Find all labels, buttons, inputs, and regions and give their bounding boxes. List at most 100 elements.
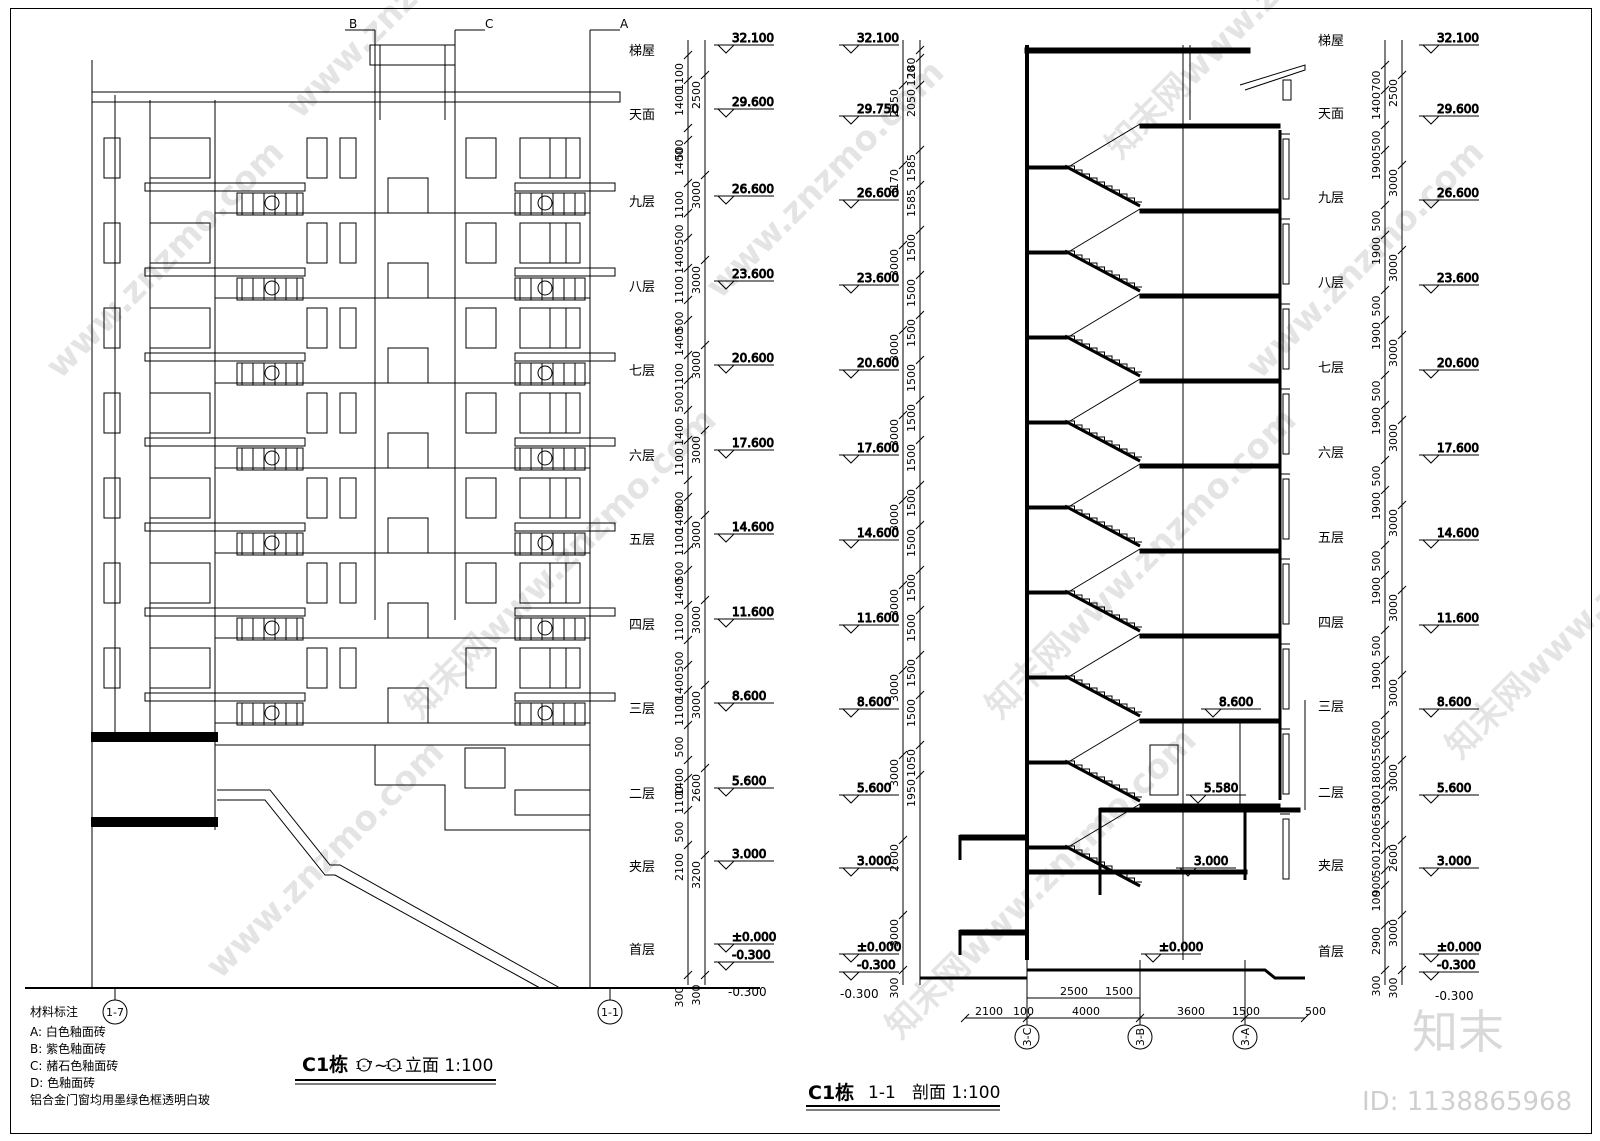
window-frame [1282,223,1290,285]
dim-tick [683,720,693,730]
stair-window [387,602,429,639]
axis-mark-label: 1-1 [385,1059,403,1072]
section-inner-level: 3.000 [1194,854,1228,868]
watermark-text: 知末网www.znzmo.com [1438,440,1600,766]
level-symbol [717,860,735,870]
axis-mark-label: 1-7 [355,1059,373,1072]
dim-tick [683,75,693,85]
section-level-right: 29.600 [1437,102,1479,116]
elevation-level: 26.600 [732,182,774,196]
section-level-left: 3.000 [857,854,891,868]
window [306,477,328,519]
dim-value: 1900 [1370,662,1383,690]
dim-value: 1500 [905,279,918,307]
dim-tick [1397,70,1407,80]
dim-value: 1200 [1370,827,1383,855]
window [339,562,357,604]
dim-tick [683,840,693,850]
dim-value: 500 [673,652,686,673]
dim-tick [1397,670,1407,680]
balcony-railing [514,532,586,556]
dim-value: 500 [1370,856,1383,877]
dim-value: 3000 [888,334,901,362]
stair-landing [1026,675,1068,680]
dim-value: 500 [673,822,686,843]
window-frame [1282,393,1290,455]
level-symbol [717,195,735,205]
dim-value: 3000 [888,504,901,532]
window [339,137,357,179]
window [465,307,497,349]
window [103,477,121,519]
level-symbol [842,971,860,981]
stair-flight [1064,334,1141,378]
dim-tick [700,763,710,773]
elevation-level: 29.600 [732,95,774,109]
dim-tick [700,340,710,350]
dim-tick [1397,910,1407,920]
dim-tick [683,515,693,525]
section-level-right: 11.600 [1437,611,1479,625]
dim-value: 1400 [673,768,686,796]
level-symbol [717,787,735,797]
dim-value: 500 [673,225,686,246]
floor-label: 二层 [1318,786,1344,801]
dim-tick [898,965,908,975]
stair-steps [1067,420,1142,458]
elevation-level: -0.300 [732,948,771,962]
floor-slab [1139,123,1281,129]
floor-label: 首层 [1318,945,1344,960]
section-level-left: 23.600 [857,271,899,285]
section-level-right: -0.300 [1435,989,1474,1003]
dim-value: 1400 [673,246,686,274]
section-level-left: 8.600 [857,695,891,709]
section-level-left: 32.100 [857,31,899,45]
dim-value: 3000 [1387,594,1400,622]
dim-value: 3000 [690,266,703,294]
dim-value: 3170 [888,169,901,197]
window [103,222,121,264]
elevation-level: 17.600 [732,436,774,450]
dim-value: 3000 [1387,919,1400,947]
window [306,392,328,434]
balcony-slab [514,182,616,192]
balcony-slab [514,267,616,277]
external-stair [217,799,541,989]
dim-tick [915,520,925,530]
section-level-right: 3.000 [1437,854,1471,868]
dim-value: 2600 [888,844,901,872]
dim-value: 1100 [673,613,686,641]
stair-flight [1064,674,1141,718]
dim-value: 500 [1370,551,1383,572]
dim-tick [1380,845,1390,855]
dim-tick [898,580,908,590]
dim-value: 1100 [673,786,686,814]
balcony-slab [144,522,306,532]
window-frame [1282,478,1290,540]
dim-value: 1500 [905,319,918,347]
balcony-railing [514,789,591,816]
dim-value: 2500 [1060,985,1088,998]
dim-value: 650 [1370,806,1383,827]
balcony-ornament [537,620,553,636]
dim-tick [1397,965,1407,975]
cantilever-slab [959,929,1028,936]
dim-value: 3000 [1387,339,1400,367]
dim-value: 2900 [1370,927,1383,955]
dim-value: 1100 [673,698,686,726]
dim-tick [1397,415,1407,425]
dim-tick [915,565,925,575]
dim-tick [1380,60,1390,70]
level-symbol [1422,971,1440,981]
floor-slab [1139,548,1281,554]
stair-steps [1067,845,1142,883]
section-level-left: -0.300 [857,958,896,972]
floor-label: 四层 [629,618,655,633]
floor-slab [1139,633,1281,639]
title-tilde: ~ [374,1056,388,1076]
section-level-right: ±0.000 [1437,940,1481,954]
axis-mark [387,1058,401,1072]
floor-label: 九层 [629,195,655,210]
balcony-slab [514,352,616,362]
axis-bubble [1127,1024,1153,1050]
